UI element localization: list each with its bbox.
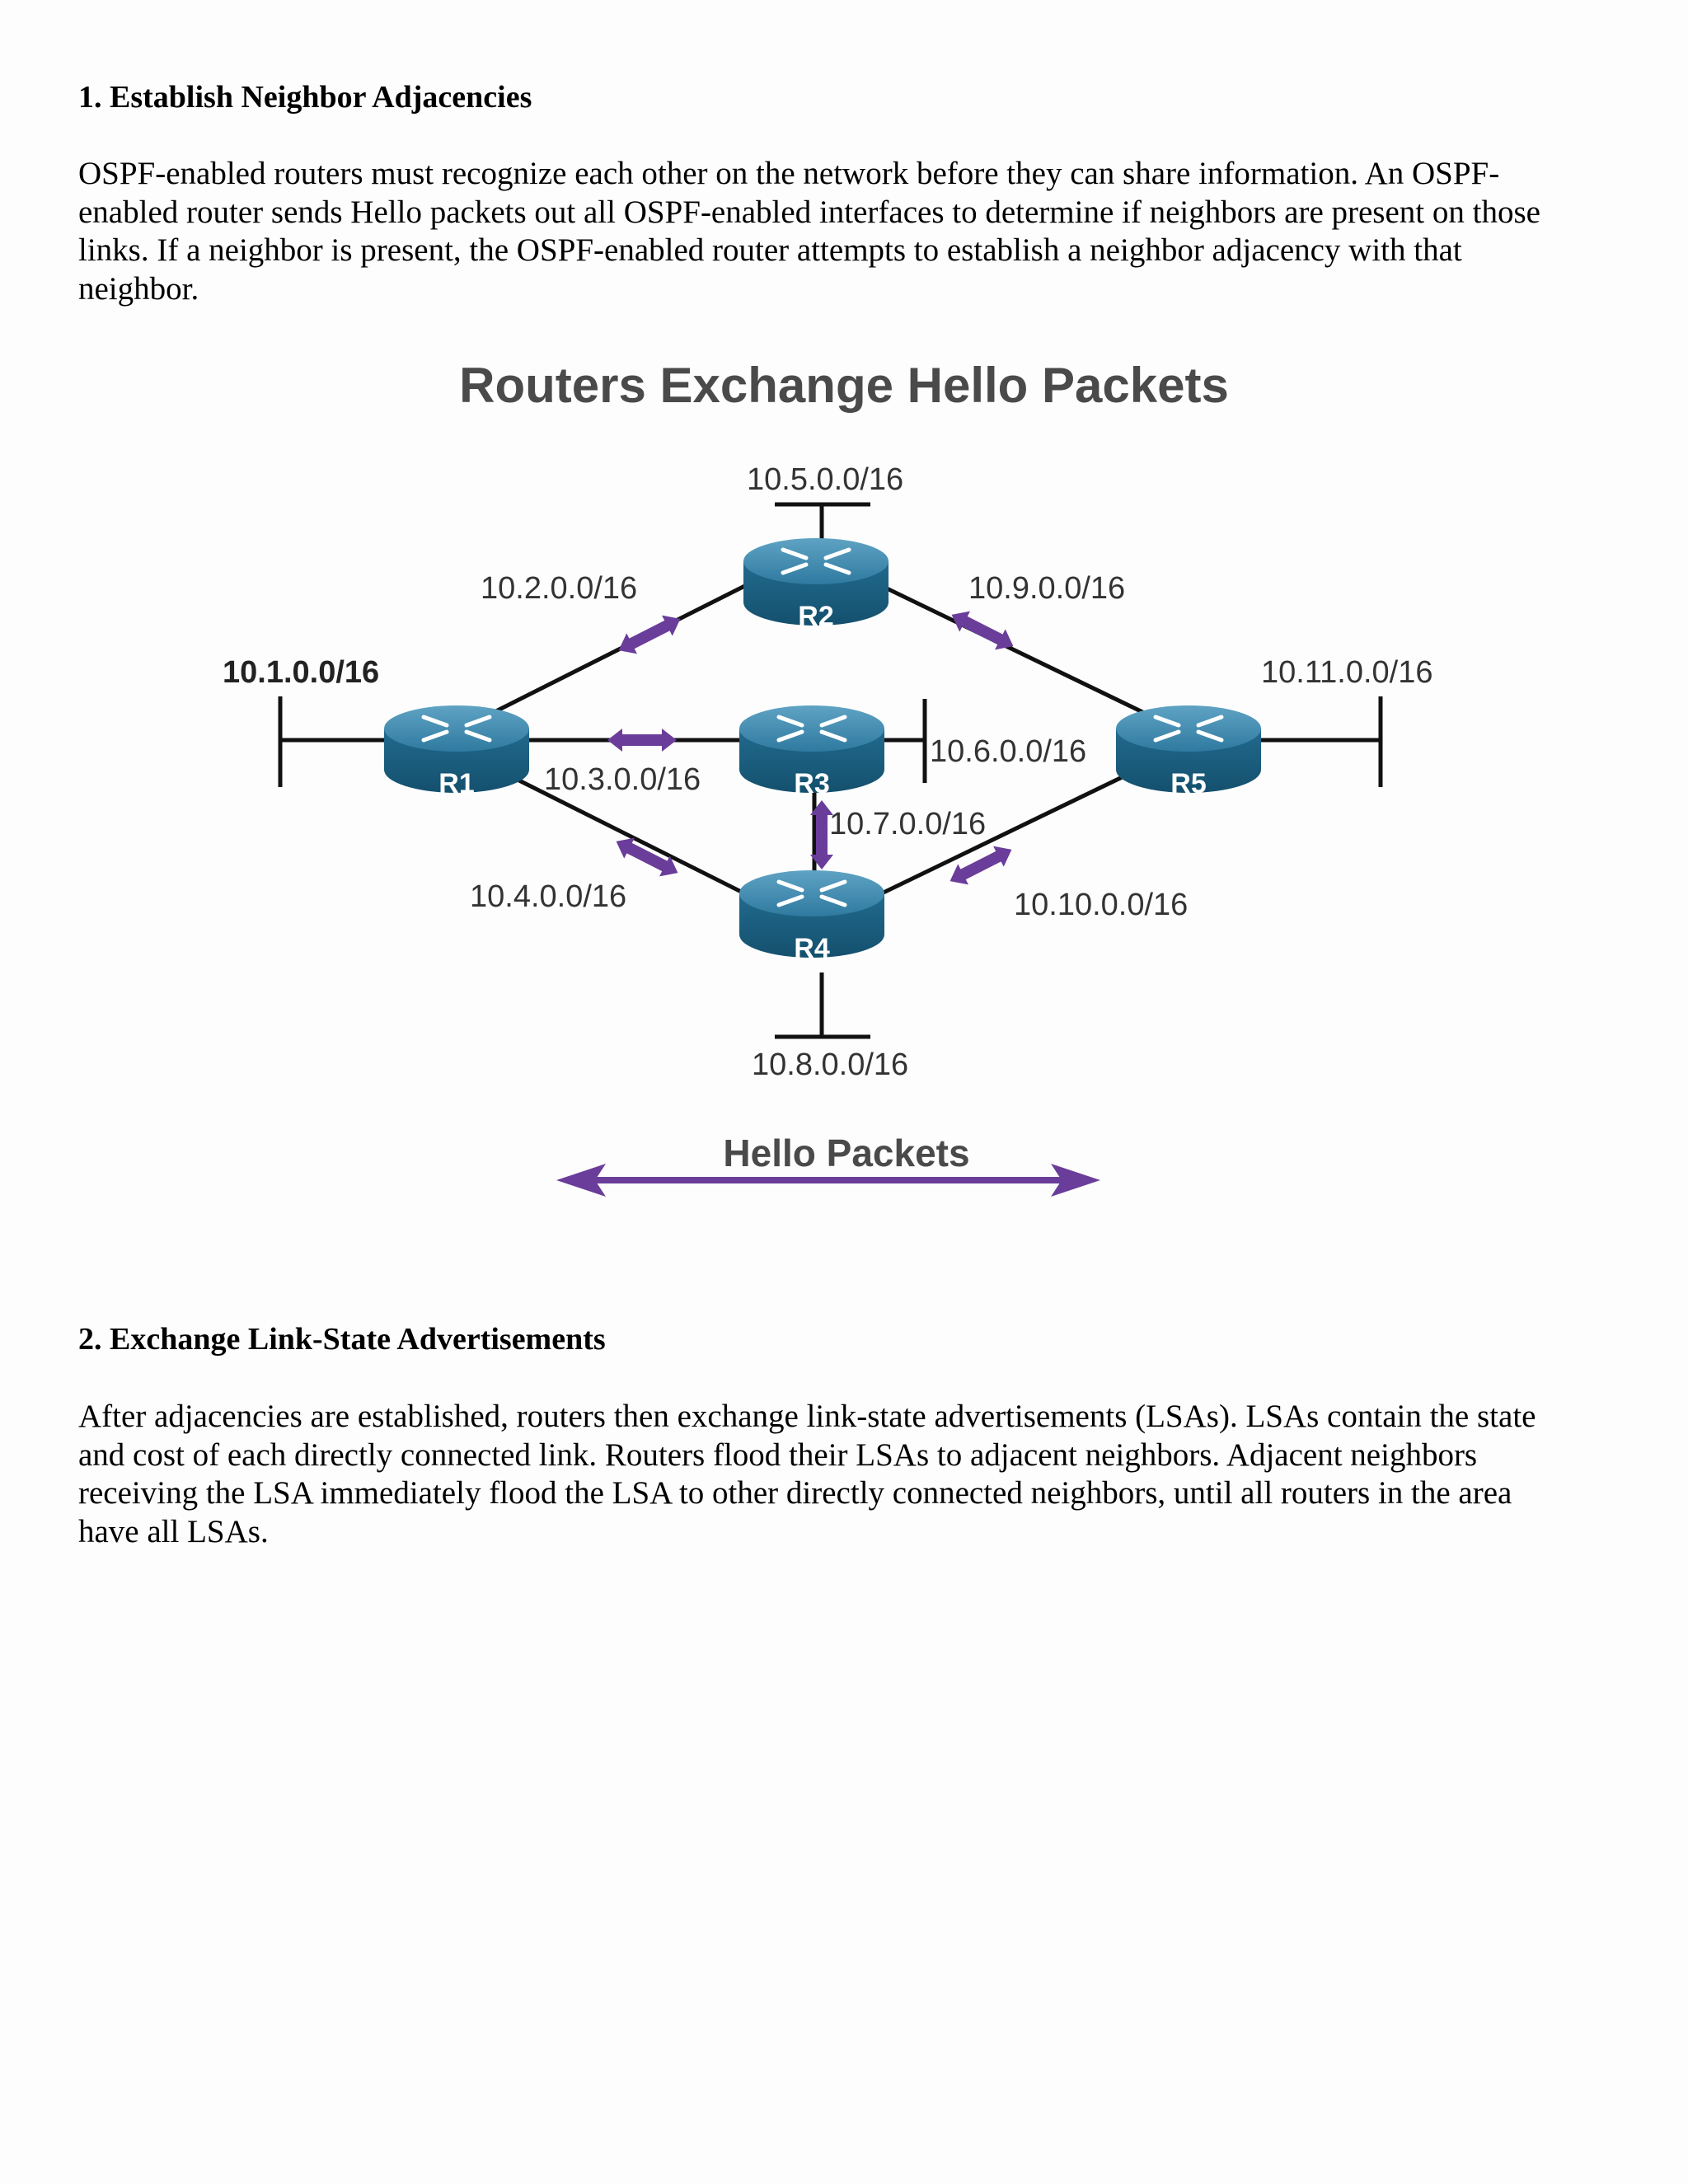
network-label-10-1: 10.1.0.0/16 [223,655,379,690]
router-r4: R4 [739,870,884,964]
network-label-10-3: 10.3.0.0/16 [544,762,701,797]
section-1-heading: 1. Establish Neighbor Adjacencies [78,80,532,115]
router-label: R3 [794,768,829,799]
network-label-10-10: 10.10.0.0/16 [1014,888,1188,922]
paragraph-line: and cost of each directly connected link… [78,1436,1478,1473]
paragraph-line: links. If a neighbor is present, the OSP… [78,232,1462,268]
network-label-10-5: 10.5.0.0/16 [747,462,903,497]
network-label-10-4: 10.4.0.0/16 [470,879,626,914]
legend: Hello Packets [556,1132,1100,1197]
ospf-hello-diagram: Routers Exchange Hello Packets R2 [223,358,1432,1197]
legend-label: Hello Packets [723,1132,969,1174]
paragraph-line: After adjacencies are established, route… [78,1399,1536,1434]
network-label-10-8: 10.8.0.0/16 [752,1047,908,1082]
paragraph-line: neighbor. [78,270,199,307]
paragraph-line: receiving the LSA immediately flood the … [78,1475,1512,1511]
router-label: R5 [1170,768,1206,799]
router-r3: R3 [739,705,884,799]
router-label: R4 [794,933,830,964]
router-label: R2 [798,601,833,632]
paragraph-line: enabled router sends Hello packets out a… [78,194,1540,230]
section-2-heading: 2. Exchange Link-State Advertisements [78,1322,606,1357]
router-r5: R5 [1116,705,1261,799]
double-arrow-icon [556,1164,1100,1197]
router-label: R1 [438,768,474,799]
double-arrow-icon [607,729,677,752]
network-label-10-7: 10.7.0.0/16 [829,807,986,841]
paragraph-line: OSPF-enabled routers must recognize each… [78,156,1500,191]
router-r2: R2 [743,538,889,632]
network-label-10-11: 10.11.0.0/16 [1261,655,1432,690]
double-arrow-icon [613,608,686,661]
section-1-paragraph: OSPF-enabled routers must recognize each… [78,155,1628,308]
network-label-10-6: 10.6.0.0/16 [930,734,1086,769]
diagram-title: Routers Exchange Hello Packets [459,358,1229,413]
section-2-paragraph: After adjacencies are established, route… [78,1398,1628,1551]
network-label-10-2: 10.2.0.0/16 [481,571,637,606]
paragraph-line: have all LSAs. [78,1513,269,1549]
network-label-10-9: 10.9.0.0/16 [968,571,1125,606]
router-r1: R1 [384,705,529,799]
